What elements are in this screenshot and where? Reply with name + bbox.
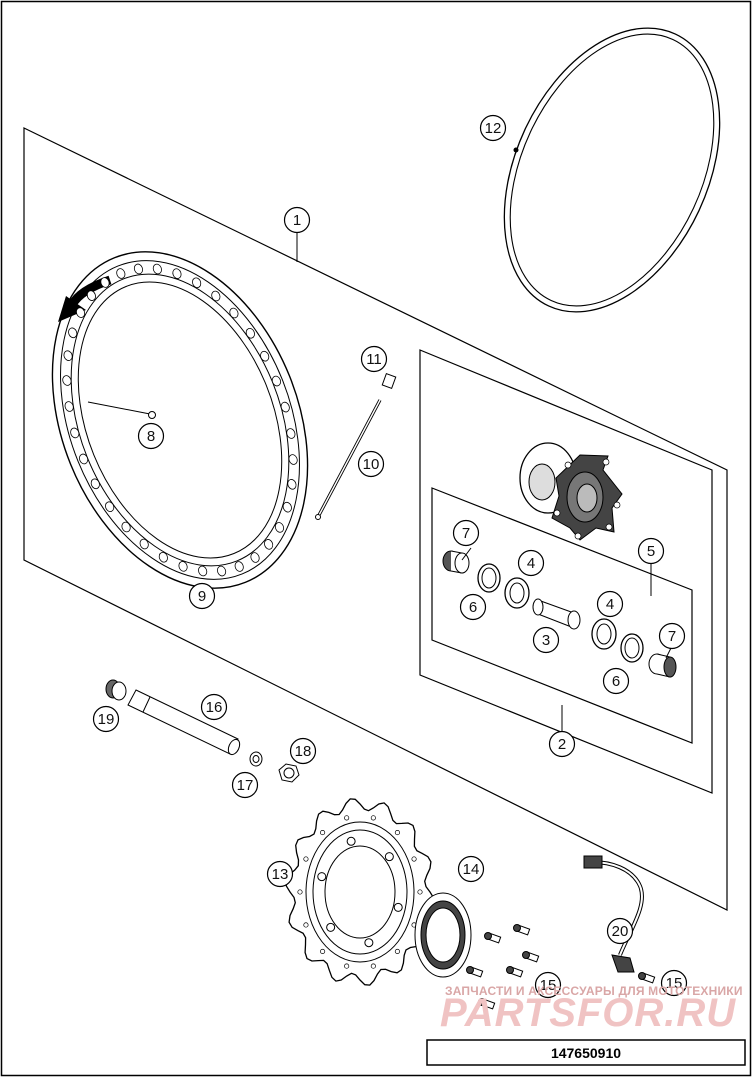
callout-label: 13 — [272, 866, 289, 883]
callout-label: 4 — [527, 555, 535, 572]
callout-label: 16 — [206, 699, 223, 716]
callout-18: 18 — [289, 737, 317, 765]
callout-6a: 6 — [459, 593, 487, 621]
callout-label: 10 — [363, 456, 380, 473]
callout-label: 2 — [558, 736, 566, 753]
reference-box — [426, 1039, 746, 1066]
seal-6-left-part — [477, 563, 501, 593]
callout-label: 9 — [198, 588, 206, 605]
watermark-tagline: ЗАПЧАСТИ И АКСЕССУАРЫ ДЛЯ МОТОТЕХНИКИ — [445, 984, 743, 998]
callout-17: 17 — [231, 771, 259, 799]
hub-part — [519, 442, 623, 541]
rim-band-part — [503, 27, 721, 313]
band-hole-icon — [513, 147, 519, 153]
watermark-brand: PARTSFOR.RU — [440, 991, 736, 1035]
callout-label: 11 — [366, 351, 382, 368]
callout-label: 8 — [147, 428, 155, 445]
wheel-assembly-panel — [23, 127, 728, 911]
callout-label: 1 — [293, 212, 301, 229]
callout-label: 4 — [606, 596, 614, 613]
callout-label: 19 — [98, 711, 115, 728]
callout-5: 5 — [637, 537, 665, 565]
callout-16: 16 — [200, 693, 228, 721]
spacer-7-left-part — [442, 550, 470, 574]
callout-10: 10 — [357, 450, 385, 478]
abs-ring-14-part — [414, 892, 472, 978]
spoke-part — [315, 399, 382, 520]
callout-19: 19 — [92, 705, 120, 733]
callout-15b: 15 — [660, 969, 688, 997]
callout-11: 11 — [360, 345, 388, 373]
bearing-4-left-part — [504, 577, 530, 609]
callout-6b: 6 — [602, 667, 630, 695]
abs-sensor-20-part — [583, 855, 644, 973]
seal-6-right-part — [620, 633, 644, 663]
spacer-7-right-part — [648, 653, 677, 678]
callout-1: 1 — [283, 206, 311, 234]
callout-8: 8 — [137, 422, 165, 450]
callout-4b: 4 — [596, 590, 624, 618]
axle-nut-18-part — [278, 763, 300, 783]
callout-label: 6 — [612, 673, 620, 690]
callout-label: 5 — [647, 543, 655, 560]
nipple-part — [148, 411, 156, 419]
reference-number: 147650910 — [551, 1045, 621, 1061]
rim-spoke-holes — [62, 263, 298, 577]
callout-label: 20 — [612, 923, 629, 940]
hub-assembly-panel — [419, 349, 713, 794]
callout-label: 15 — [540, 977, 557, 994]
callout-14: 14 — [457, 855, 485, 883]
rotation-arrowhead-icon — [58, 296, 86, 322]
callout-label: 18 — [295, 743, 312, 760]
washer-17-part — [249, 751, 263, 767]
callout-7b: 7 — [658, 622, 686, 650]
bearing-4-right-part — [591, 618, 617, 650]
callout-7a: 7 — [452, 519, 480, 547]
valve-leader — [87, 401, 151, 415]
callout-3: 3 — [532, 626, 560, 654]
callout-2: 2 — [548, 730, 576, 758]
callout-label: 17 — [237, 777, 254, 794]
callout-label: 7 — [668, 628, 676, 645]
screws-15-part — [466, 924, 656, 1010]
axle-16-part — [127, 689, 241, 756]
brake-disc-13-part — [285, 798, 435, 986]
callout-label: 12 — [485, 120, 502, 137]
bearing-set-panel — [431, 487, 693, 744]
callout-label: 15 — [666, 975, 683, 992]
callout-12: 12 — [479, 114, 507, 142]
callout-label: 6 — [469, 599, 477, 616]
callout-4a: 4 — [517, 549, 545, 577]
callout-label: 3 — [542, 632, 550, 649]
rim-part — [51, 251, 309, 589]
axle-spacer-19-part — [105, 679, 127, 701]
spoke-nipple-part — [381, 373, 397, 389]
callout-label: 7 — [462, 525, 470, 542]
callout-label: 14 — [463, 861, 480, 878]
callout-9: 9 — [188, 582, 216, 610]
callout-15a: 15 — [534, 971, 562, 999]
bushing-3-part — [532, 598, 581, 630]
callout-20: 20 — [606, 917, 634, 945]
callout-13: 13 — [266, 860, 294, 888]
